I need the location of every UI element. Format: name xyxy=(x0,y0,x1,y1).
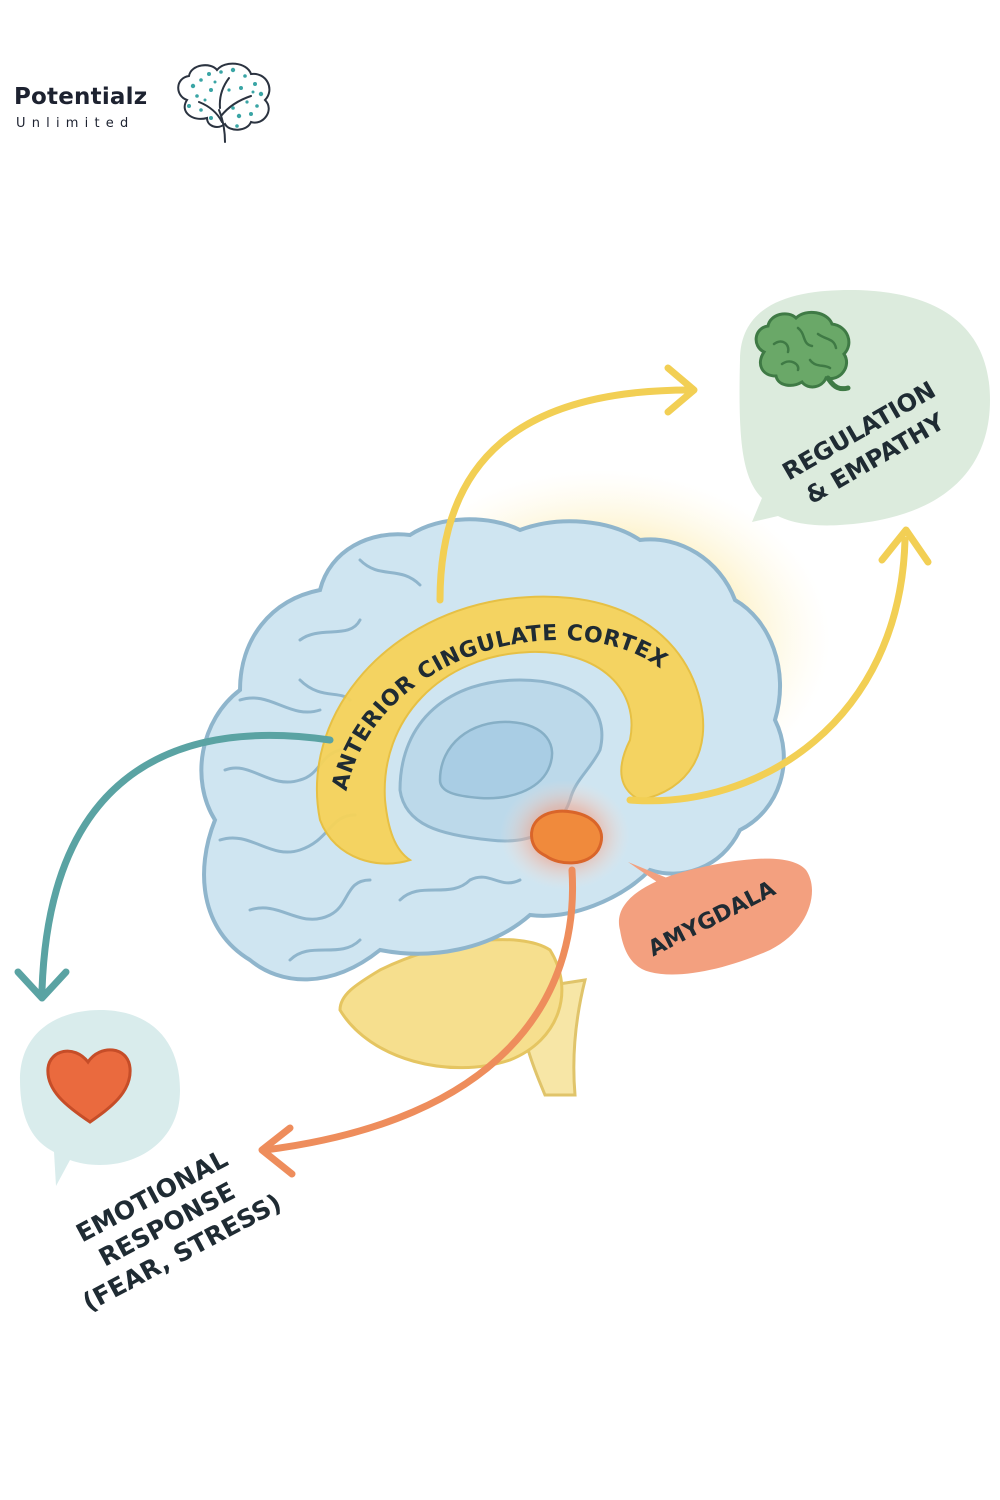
regulation-bubble: REGULATION & EMPATHY xyxy=(739,290,990,526)
amygdala-shape xyxy=(530,809,604,865)
logo-tagline: Unlimited xyxy=(16,116,135,131)
brain-illustration: ANTERIOR CINGULATE CORTEX xyxy=(199,470,830,1097)
arrow-head-emotional-teal xyxy=(14,968,70,1002)
arrow-brain-to-emotional xyxy=(38,732,334,994)
emotional-bubble: EMOTIONAL RESPONSE (FEAR, STRESS) xyxy=(20,1010,286,1317)
brand-logo: Potentialz Unlimited xyxy=(14,60,294,150)
arrow-head-emotional-orange xyxy=(258,1124,296,1178)
brain-tree-logo-icon xyxy=(177,62,271,143)
green-brain-icon xyxy=(754,310,851,392)
cerebellum xyxy=(338,938,564,1070)
arrow-amygdala-to-regulation xyxy=(626,536,909,805)
arrow-amygdala-to-emotional xyxy=(261,866,577,1154)
arrow-head-regulation-right xyxy=(878,526,932,566)
arrow-head-regulation-top xyxy=(664,364,698,416)
heart-icon xyxy=(46,1048,132,1124)
arrow-acc-to-regulation xyxy=(436,386,694,604)
anterior-cingulate-cortex xyxy=(315,595,705,865)
amygdala-bubble: AMYGDALA xyxy=(618,858,812,975)
logo-name: Potentialz xyxy=(14,84,148,110)
